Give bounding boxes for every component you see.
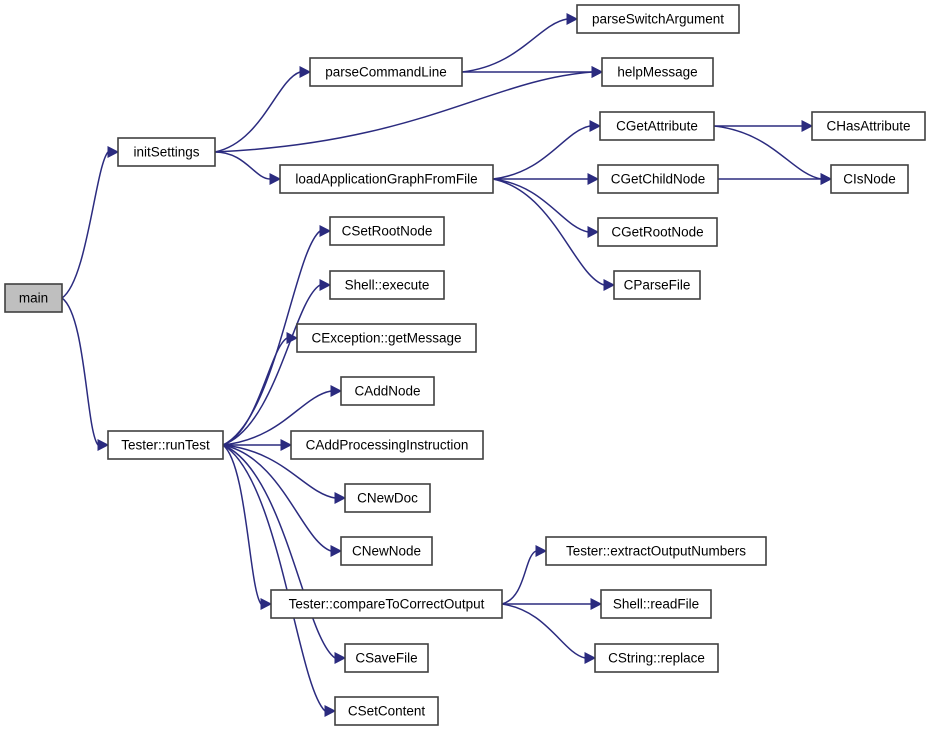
graph-node-cadd-processing-instruction[interactable]: CAddProcessingInstruction xyxy=(290,430,484,460)
graph-node-tester-run-test[interactable]: Tester::runTest xyxy=(107,430,224,460)
arrowhead-icon xyxy=(566,12,579,26)
node-box[interactable] xyxy=(4,283,63,313)
node-box[interactable] xyxy=(600,589,712,619)
call-edge-tester-run-test-to-csave-file xyxy=(222,444,336,659)
node-box[interactable] xyxy=(340,536,433,566)
call-edge-parse-command-line-to-parse-switch-argument xyxy=(461,18,568,73)
graph-node-help-message[interactable]: helpMessage xyxy=(601,57,714,87)
node-box[interactable] xyxy=(613,270,701,300)
node-box[interactable] xyxy=(576,4,740,34)
arrowhead-icon xyxy=(590,597,603,611)
node-box[interactable] xyxy=(597,217,718,247)
node-layer: main initSettings parseCommandLine parseSwi… xyxy=(4,4,926,726)
call-edge-tester-compare-to-correct-output-to-cstring-replace xyxy=(501,603,586,659)
graph-node-tester-compare-to-correct-output[interactable]: Tester::compareToCorrectOutput xyxy=(270,589,503,619)
call-edge-init-settings-to-load-application-graph-from-file xyxy=(214,151,271,180)
call-edge-tester-run-test-to-cset-content xyxy=(222,444,326,712)
node-box[interactable] xyxy=(290,430,484,460)
call-edge-init-settings-to-help-message xyxy=(214,71,593,153)
arrowhead-icon xyxy=(280,438,293,452)
graph-node-cis-node[interactable]: CIsNode xyxy=(830,164,909,194)
node-box[interactable] xyxy=(279,164,494,194)
arrowhead-icon xyxy=(299,65,312,79)
call-edge-tester-compare-to-correct-output-to-tester-extract-output-numbers xyxy=(501,550,537,605)
arrowhead-icon xyxy=(269,172,282,186)
arrowhead-icon xyxy=(820,172,833,186)
graph-node-cparse-file[interactable]: CParseFile xyxy=(613,270,701,300)
node-box[interactable] xyxy=(329,270,445,300)
arrowhead-icon xyxy=(319,224,332,238)
graph-node-parse-command-line[interactable]: parseCommandLine xyxy=(309,57,463,87)
arrowhead-icon xyxy=(587,172,600,186)
arrowhead-icon xyxy=(584,651,597,665)
call-edge-main-to-init-settings xyxy=(61,151,109,299)
call-edge-tester-run-test-to-cnew-node xyxy=(222,444,332,552)
call-edge-tester-run-test-to-cexception-get-message xyxy=(222,337,288,446)
node-box[interactable] xyxy=(344,643,429,673)
graph-node-cget-attribute[interactable]: CGetAttribute xyxy=(599,111,715,141)
arrowhead-icon xyxy=(587,225,600,239)
arrowhead-icon xyxy=(603,278,616,292)
arrowhead-icon xyxy=(319,278,332,292)
graph-node-shell-execute[interactable]: Shell::execute xyxy=(329,270,445,300)
node-box[interactable] xyxy=(830,164,909,194)
node-box[interactable] xyxy=(811,111,926,141)
call-edge-init-settings-to-parse-command-line xyxy=(214,71,301,153)
graph-node-load-application-graph-from-file[interactable]: loadApplicationGraphFromFile xyxy=(279,164,494,194)
node-box[interactable] xyxy=(344,483,431,513)
arrowhead-icon xyxy=(330,544,343,558)
arrowhead-icon xyxy=(589,119,602,133)
call-edge-load-application-graph-from-file-to-cget-attribute xyxy=(492,125,591,180)
node-box[interactable] xyxy=(117,137,216,167)
graph-node-cnew-node[interactable]: CNewNode xyxy=(340,536,433,566)
arrowhead-icon xyxy=(591,65,604,79)
arrowhead-icon xyxy=(107,145,120,159)
node-box[interactable] xyxy=(340,376,435,406)
graph-node-cexception-get-message[interactable]: CException::getMessage xyxy=(296,323,477,353)
node-box[interactable] xyxy=(270,589,503,619)
call-edge-tester-run-test-to-shell-execute xyxy=(222,284,321,446)
call-edge-main-to-tester-run-test xyxy=(61,297,99,446)
call-edge-tester-run-test-to-cnew-doc xyxy=(222,444,336,499)
graph-node-cget-child-node[interactable]: CGetChildNode xyxy=(597,164,719,194)
arrowhead-icon xyxy=(286,331,299,345)
edge-layer xyxy=(61,12,833,718)
graph-node-cnew-doc[interactable]: CNewDoc xyxy=(344,483,431,513)
node-box[interactable] xyxy=(594,643,719,673)
arrowhead-icon xyxy=(801,119,814,133)
graph-node-tester-extract-output-numbers[interactable]: Tester::extractOutputNumbers xyxy=(545,536,767,566)
graph-node-cset-root-node[interactable]: CSetRootNode xyxy=(329,216,445,246)
graph-node-chas-attribute[interactable]: CHasAttribute xyxy=(811,111,926,141)
arrowhead-icon xyxy=(535,544,548,558)
node-box[interactable] xyxy=(599,111,715,141)
node-box[interactable] xyxy=(545,536,767,566)
graph-node-init-settings[interactable]: initSettings xyxy=(117,137,216,167)
call-edge-load-application-graph-from-file-to-cparse-file xyxy=(492,178,605,286)
arrowhead-icon xyxy=(324,704,337,718)
call-edge-tester-run-test-to-tester-compare-to-correct-output xyxy=(222,444,262,605)
node-box[interactable] xyxy=(107,430,224,460)
graph-node-cset-content[interactable]: CSetContent xyxy=(334,696,439,726)
graph-node-cadd-node[interactable]: CAddNode xyxy=(340,376,435,406)
node-box[interactable] xyxy=(296,323,477,353)
node-box[interactable] xyxy=(334,696,439,726)
graph-node-parse-switch-argument[interactable]: parseSwitchArgument xyxy=(576,4,740,34)
call-edge-tester-run-test-to-cadd-node xyxy=(222,390,332,446)
arrowhead-icon xyxy=(97,438,110,452)
node-box[interactable] xyxy=(601,57,714,87)
graph-node-cget-root-node[interactable]: CGetRootNode xyxy=(597,217,718,247)
node-box[interactable] xyxy=(597,164,719,194)
graph-node-cstring-replace[interactable]: CString::replace xyxy=(594,643,719,673)
arrowhead-icon xyxy=(334,651,347,665)
call-edge-cget-attribute-to-cis-node xyxy=(713,125,822,180)
graph-node-shell-read-file[interactable]: Shell::readFile xyxy=(600,589,712,619)
arrowhead-icon xyxy=(334,491,347,505)
call-edge-load-application-graph-from-file-to-cget-root-node xyxy=(492,178,589,233)
node-box[interactable] xyxy=(329,216,445,246)
node-box[interactable] xyxy=(309,57,463,87)
arrowhead-icon xyxy=(260,597,273,611)
graph-node-main[interactable]: main xyxy=(4,283,63,313)
graph-node-csave-file[interactable]: CSaveFile xyxy=(344,643,429,673)
arrowhead-icon xyxy=(330,384,343,398)
